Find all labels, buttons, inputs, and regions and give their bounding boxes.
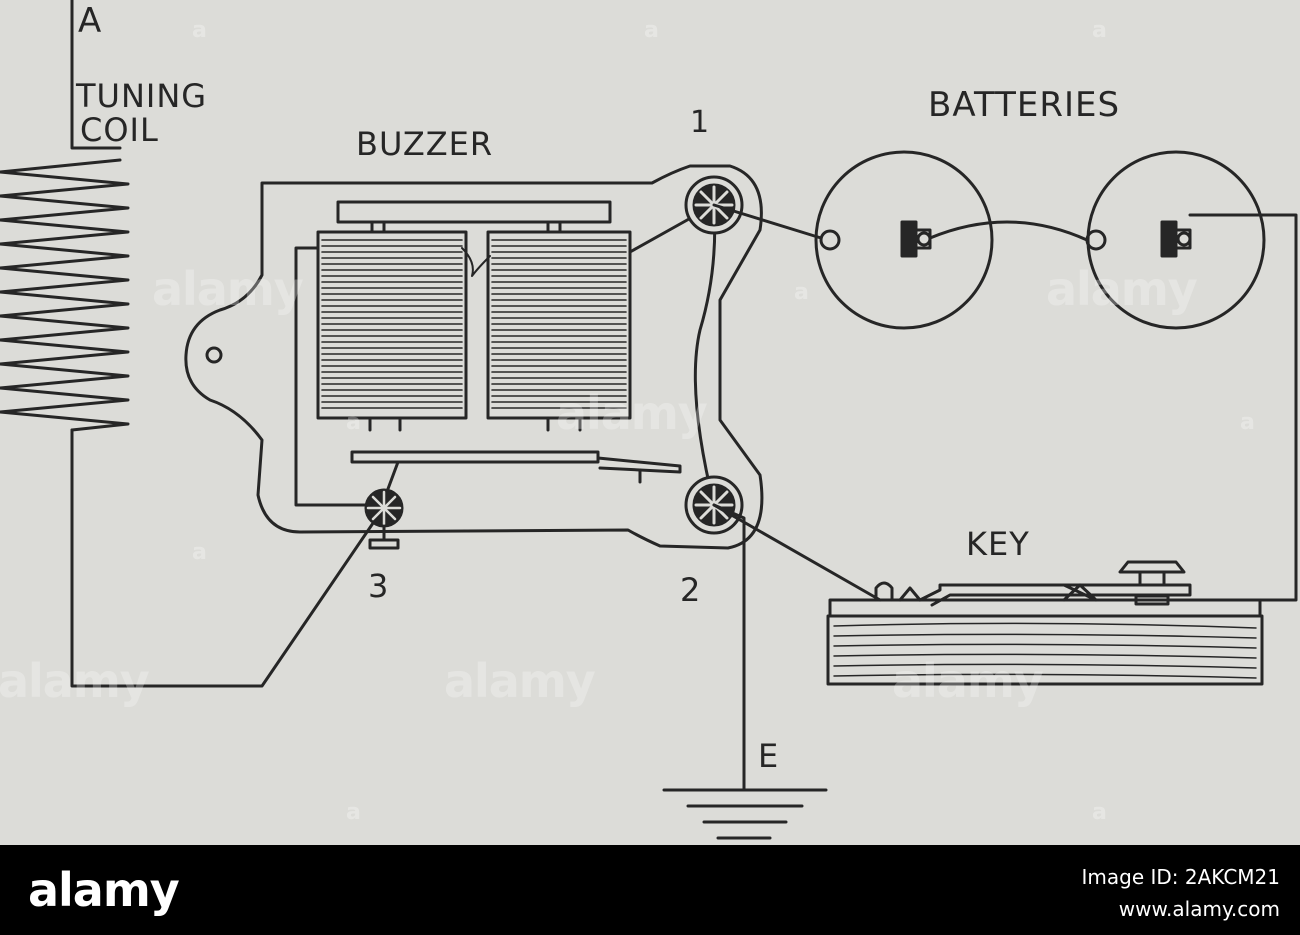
watermark: alamy (1046, 262, 1198, 316)
key-label: KEY (966, 525, 1030, 563)
watermark: alamy (444, 654, 596, 708)
antenna-label: A (78, 1, 103, 41)
armature-bar (336, 200, 612, 224)
battery-2-terminal (1160, 220, 1192, 258)
watermark-mark: a (1092, 800, 1107, 825)
terminal-2-label: 2 (680, 571, 702, 609)
telegraph-key (826, 560, 1264, 686)
watermark-mark: a (192, 540, 207, 565)
watermark: alamy (0, 654, 150, 708)
watermark: alamy (556, 386, 708, 440)
watermark-mark: a (1240, 410, 1255, 435)
terminal-3-label: 3 (368, 567, 390, 605)
watermark: alamy (892, 654, 1044, 708)
watermark-mark: a (794, 280, 809, 305)
antenna-lead (70, 0, 122, 150)
watermark-mark: a (192, 18, 207, 43)
buzzer-coil-left (316, 230, 468, 420)
internal-wire-left (294, 246, 384, 507)
image-id-text: Image ID: 2AKCM21 (1081, 865, 1281, 889)
battery-cell-1 (814, 150, 994, 330)
buzzer-mount-hole (205, 346, 223, 364)
wire-2-to-key (712, 503, 882, 602)
coil-to-terminal-3-wire (70, 428, 384, 688)
diagram-canvas: A TUNING COIL BUZZER BATTERIES KEY 1 2 3… (0, 0, 1300, 845)
buzzer-coil-right (486, 230, 632, 420)
tuning-coil (0, 158, 130, 432)
earth-ground-symbol (662, 788, 828, 840)
watermark-mark: a (1092, 18, 1107, 43)
terminal-3-binding-post (364, 488, 404, 550)
wire-battery-to-key (1188, 213, 1298, 602)
key-lever (918, 583, 1192, 607)
terminal-1-label: 1 (690, 105, 711, 140)
watermark-mark: a (644, 18, 659, 43)
earth-label: E (758, 737, 780, 775)
wire-1-to-battery (712, 203, 823, 240)
watermark-mark: a (346, 800, 361, 825)
tuning-coil-label-line2: COIL (80, 111, 159, 149)
watermark-mark: a (346, 410, 361, 435)
earth-wire (712, 503, 746, 792)
tuning-coil-label-line1: TUNING (76, 77, 208, 115)
internal-wire-1-to-2 (693, 203, 717, 507)
circuit-drawing (0, 0, 1298, 840)
watermark: alamy (152, 262, 304, 316)
wire-battery-series (928, 220, 1089, 242)
buzzer-label: BUZZER (356, 125, 494, 163)
website-url-text: www.alamy.com (1118, 897, 1280, 921)
battery-1-terminal (900, 220, 932, 258)
stock-footer-bar: alamy Image ID: 2AKCM21 www.alamy.com (0, 845, 1300, 935)
buzzer-base (184, 164, 764, 550)
alamy-logo: alamy (28, 863, 180, 917)
batteries-label: BATTERIES (928, 85, 1121, 125)
vibrating-reed (350, 450, 600, 464)
